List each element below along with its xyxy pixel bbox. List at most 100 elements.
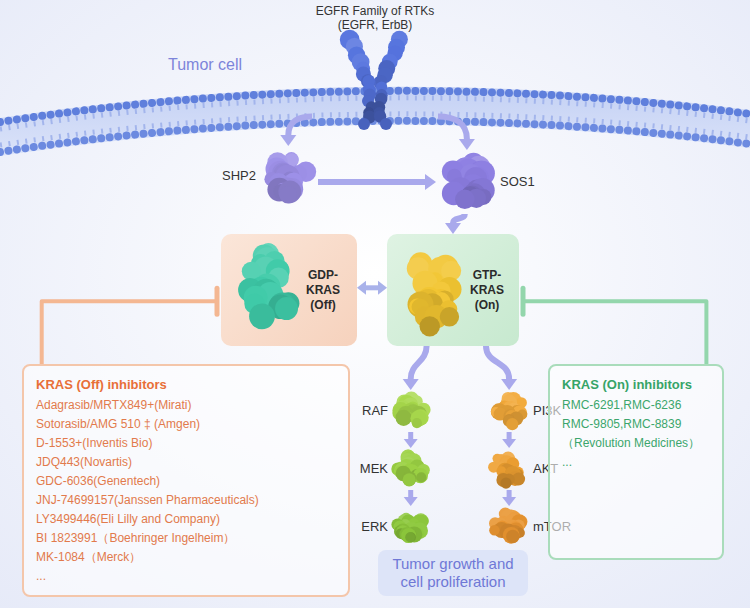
protein-illustration <box>238 242 302 338</box>
arrow-line <box>366 285 378 290</box>
arrowhead <box>404 439 418 448</box>
list-item: Adagrasib/MRTX849+(Mirati) <box>36 396 336 415</box>
protein-node: ERK <box>353 506 432 548</box>
arrow-line <box>318 179 425 185</box>
connector <box>403 346 427 390</box>
protein-node: MEK <box>353 448 432 490</box>
protein-illustration <box>391 507 431 547</box>
protein-bead <box>440 307 459 326</box>
node-label: EGFR Family of RTKs (EGFR, ErbB) <box>312 4 438 32</box>
protein-node: RAF <box>353 390 432 432</box>
protein-bead <box>275 297 298 320</box>
protein-bead <box>420 316 440 336</box>
arrow-line <box>288 117 312 135</box>
arrowhead <box>357 281 366 295</box>
connector <box>502 490 516 506</box>
inhibition-bar <box>521 288 526 314</box>
protein-bead <box>403 473 416 486</box>
node-label: SHP2 <box>220 168 256 184</box>
protein-bead <box>396 410 412 426</box>
node-label: SOS1 <box>500 174 538 190</box>
connector <box>404 490 418 506</box>
arrow-line <box>438 117 467 139</box>
list-item: Sotorasib/AMG 510 ‡ (Amgen) <box>36 415 336 434</box>
node-label: GDP-KRAS (Off) <box>306 268 340 313</box>
protein-bead <box>380 118 392 130</box>
list-item: ... <box>562 453 710 472</box>
connector <box>357 281 387 295</box>
arrow-line <box>507 432 512 439</box>
list-item: LY3499446(Eli Lilly and Company) <box>36 510 336 529</box>
node-label: MEK <box>354 461 388 477</box>
outcome-box: Tumor growth and cell proliferation <box>378 550 528 596</box>
protein-illustration <box>488 449 530 489</box>
protein-node: SHP2 <box>219 146 318 206</box>
list-item: BI 1823991（Boehringer Ingelheim） <box>36 529 336 548</box>
connector <box>318 174 436 190</box>
protein-bead <box>401 528 416 543</box>
protein-illustration <box>259 147 317 205</box>
list-item: RMC-9805,RMC-8839 <box>562 415 710 434</box>
list-item: JNJ-74699157(Janssen Pharmaceuticals) <box>36 491 336 510</box>
protein-illustration <box>391 449 431 489</box>
arrowhead <box>445 223 461 234</box>
list-item: GDC-6036(Genentech) <box>36 472 336 491</box>
lipid-heads <box>0 121 750 152</box>
protein-bead <box>412 418 422 428</box>
inhibition-bar <box>215 288 220 314</box>
protein-bead <box>249 303 275 329</box>
node-label: KRAS (Off) inhibitors <box>36 375 336 395</box>
arrowhead <box>378 281 387 295</box>
list-item: MK-1084（Merck） <box>36 548 336 567</box>
arrowhead <box>425 174 436 190</box>
protein-bead <box>506 530 519 543</box>
arrowhead <box>502 497 516 506</box>
protein-bead <box>278 180 301 203</box>
state-box: GDP-KRAS (Off) <box>221 234 357 346</box>
node-label: Tumor growth and cell proliferation <box>386 555 520 591</box>
protein-bead <box>500 478 511 489</box>
region-label: Tumor cell <box>168 56 242 74</box>
protein-bead <box>503 527 520 544</box>
arrowhead <box>404 497 418 506</box>
connector <box>42 288 217 364</box>
protein-illustration <box>402 242 466 338</box>
inhibition-line <box>42 301 217 364</box>
node-label: RAF <box>354 403 388 419</box>
arrowhead <box>403 379 419 390</box>
arrow-line <box>486 346 509 379</box>
arrow-line <box>408 490 413 497</box>
protein-bead <box>402 471 417 486</box>
protein-bead <box>405 532 415 542</box>
protein-bead <box>489 525 499 535</box>
state-box: GTP-KRAS (On) <box>387 234 519 346</box>
arrow-line <box>411 346 427 379</box>
protein-bead <box>416 472 426 482</box>
protein-illustration <box>391 391 431 431</box>
list-item: ... <box>36 567 336 586</box>
connector <box>280 117 312 146</box>
arrowhead <box>280 135 296 146</box>
node-label: GTP-KRAS (On) <box>470 268 504 313</box>
list-item: RMC-6291,RMC-6236 <box>562 396 710 415</box>
protein-bead <box>406 532 416 542</box>
connector <box>404 432 418 448</box>
protein-bead <box>358 118 370 130</box>
protein-illustration <box>488 507 530 547</box>
arrowhead <box>502 439 516 448</box>
connector <box>523 288 706 364</box>
arrow-line <box>408 432 413 439</box>
protein-bead <box>506 418 518 430</box>
inhibitor-panel: KRAS (On) inhibitorsRMC-6291,RMC-6236RMC… <box>548 364 724 560</box>
node-label: KRAS (On) inhibitors <box>562 375 710 395</box>
list-item: JDQ443(Novartis) <box>36 453 336 472</box>
arrow-line <box>453 214 465 223</box>
inhibitor-panel: KRAS (Off) inhibitorsAdagrasib/MRTX849+(… <box>22 364 350 597</box>
arrow-line <box>507 490 512 497</box>
arrowhead <box>501 379 517 390</box>
list-item: （Revolution Medicines） <box>562 434 710 453</box>
connector <box>445 214 465 234</box>
arrowhead <box>459 139 475 150</box>
protein-illustration <box>437 151 497 213</box>
